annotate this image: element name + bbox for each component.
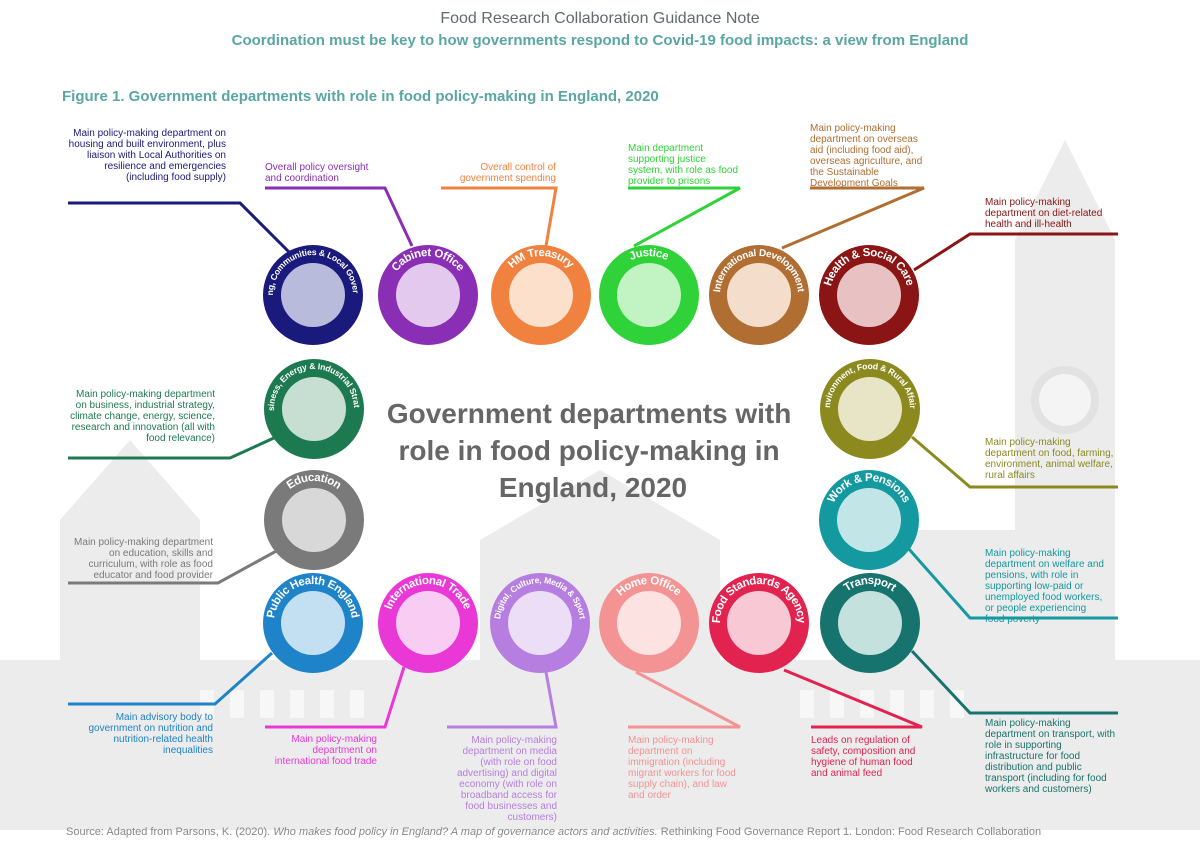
inner-dcms: [508, 591, 572, 655]
connector-treasury: [441, 186, 558, 247]
desc-hclg: Main policy-making department on housing…: [68, 128, 226, 183]
inner-intdev: [727, 263, 791, 327]
inner-defra: [838, 377, 902, 441]
connector-health: [913, 232, 1118, 272]
inner-transport: [838, 591, 902, 655]
inner-health: [837, 263, 901, 327]
desc-justice: Main department supporting justice syste…: [628, 143, 739, 187]
connector-intdev: [781, 186, 925, 250]
dept-title-text-defra: Environment, Food & Rural Affairs: [0, 0, 918, 410]
desc-inttrade: Main policy-making department on interna…: [274, 734, 377, 767]
connector-dcms: [447, 671, 558, 729]
center-title: Government departments with role in food…: [387, 398, 799, 503]
center-title-line-1: Government departments with: [387, 398, 792, 429]
connector-education: [68, 547, 281, 585]
inner-home: [617, 591, 681, 655]
connector-fsa: [783, 668, 923, 729]
dept-title-justice: Justice: [628, 247, 671, 263]
desc-treasury: Overall control of government spending: [459, 162, 556, 184]
connector-inttrade: [265, 666, 406, 729]
dept-title-text-beis: Business, Energy & Industrial Strategy: [0, 0, 362, 411]
desc-education: Main policy-making department on educati…: [74, 537, 213, 581]
inner-cabinet: [396, 263, 460, 327]
inner-treasury: [509, 263, 573, 327]
dept-title-defra: Environment, Food & Rural Affairs: [0, 0, 918, 410]
dept-title-text-justice: Justice: [628, 247, 671, 263]
desc-transport: Main policy-making department on transpo…: [985, 718, 1116, 795]
desc-dwp: Main policy-making department on welfare…: [985, 548, 1104, 625]
desc-fsa: Leads on regulation of safety, compositi…: [811, 735, 916, 779]
center-title-line-3: England, 2020: [499, 472, 687, 503]
figure-title: Figure 1. Government departments with ro…: [62, 88, 659, 105]
inner-fsa: [727, 591, 791, 655]
inner-inttrade: [396, 591, 460, 655]
source-suffix: Rethinking Food Governance Report 1. Lon…: [657, 826, 1042, 838]
inner-education: [282, 488, 346, 552]
source-prefix: Source: Adapted from Parsons, K. (2020).: [66, 826, 274, 838]
header-line-2: Coordination must be key to how governme…: [231, 32, 969, 49]
desc-dcms: Main policy-making department on media (…: [456, 735, 557, 823]
connector-phe: [68, 651, 274, 706]
dept-title-beis: Business, Energy & Industrial Strategy: [0, 0, 362, 411]
connector-dwp: [906, 547, 1118, 620]
connector-cabinet: [265, 186, 414, 247]
inner-phe: [281, 591, 345, 655]
desc-health: Main policy-making department on diet-re…: [985, 197, 1103, 230]
desc-cabinet: Overall policy oversight and coordinatio…: [265, 162, 369, 184]
desc-beis: Main policy-making department on busines…: [70, 389, 215, 444]
inner-beis: [282, 377, 346, 441]
dept-title-transport: Transport: [842, 575, 898, 594]
inner-justice: [617, 263, 681, 327]
connector-lines: [68, 186, 1118, 729]
source-note: Source: Adapted from Parsons, K. (2020).…: [66, 826, 1041, 838]
header-line-1: Food Research Collaboration Guidance Not…: [440, 10, 760, 27]
inner-hclg: [281, 263, 345, 327]
desc-phe: Main advisory body to government on nutr…: [88, 712, 213, 756]
connector-transport: [910, 649, 1118, 715]
connector-home: [628, 670, 741, 729]
desc-home: Main policy-making department on immigra…: [628, 735, 736, 801]
inner-dwp: [837, 488, 901, 552]
desc-defra: Main policy-making department on food, f…: [985, 437, 1114, 481]
connector-hclg: [68, 201, 292, 255]
connector-justice: [628, 186, 741, 248]
center-title-line-2: role in food policy-making in: [399, 435, 780, 466]
connector-beis: [68, 435, 277, 460]
dept-title-text-transport: Transport: [842, 575, 898, 594]
source-title: Who makes food policy in England? A map …: [273, 826, 658, 838]
desc-intdev: Main policy-making department on oversea…: [810, 123, 923, 189]
connector-defra: [911, 435, 1118, 489]
